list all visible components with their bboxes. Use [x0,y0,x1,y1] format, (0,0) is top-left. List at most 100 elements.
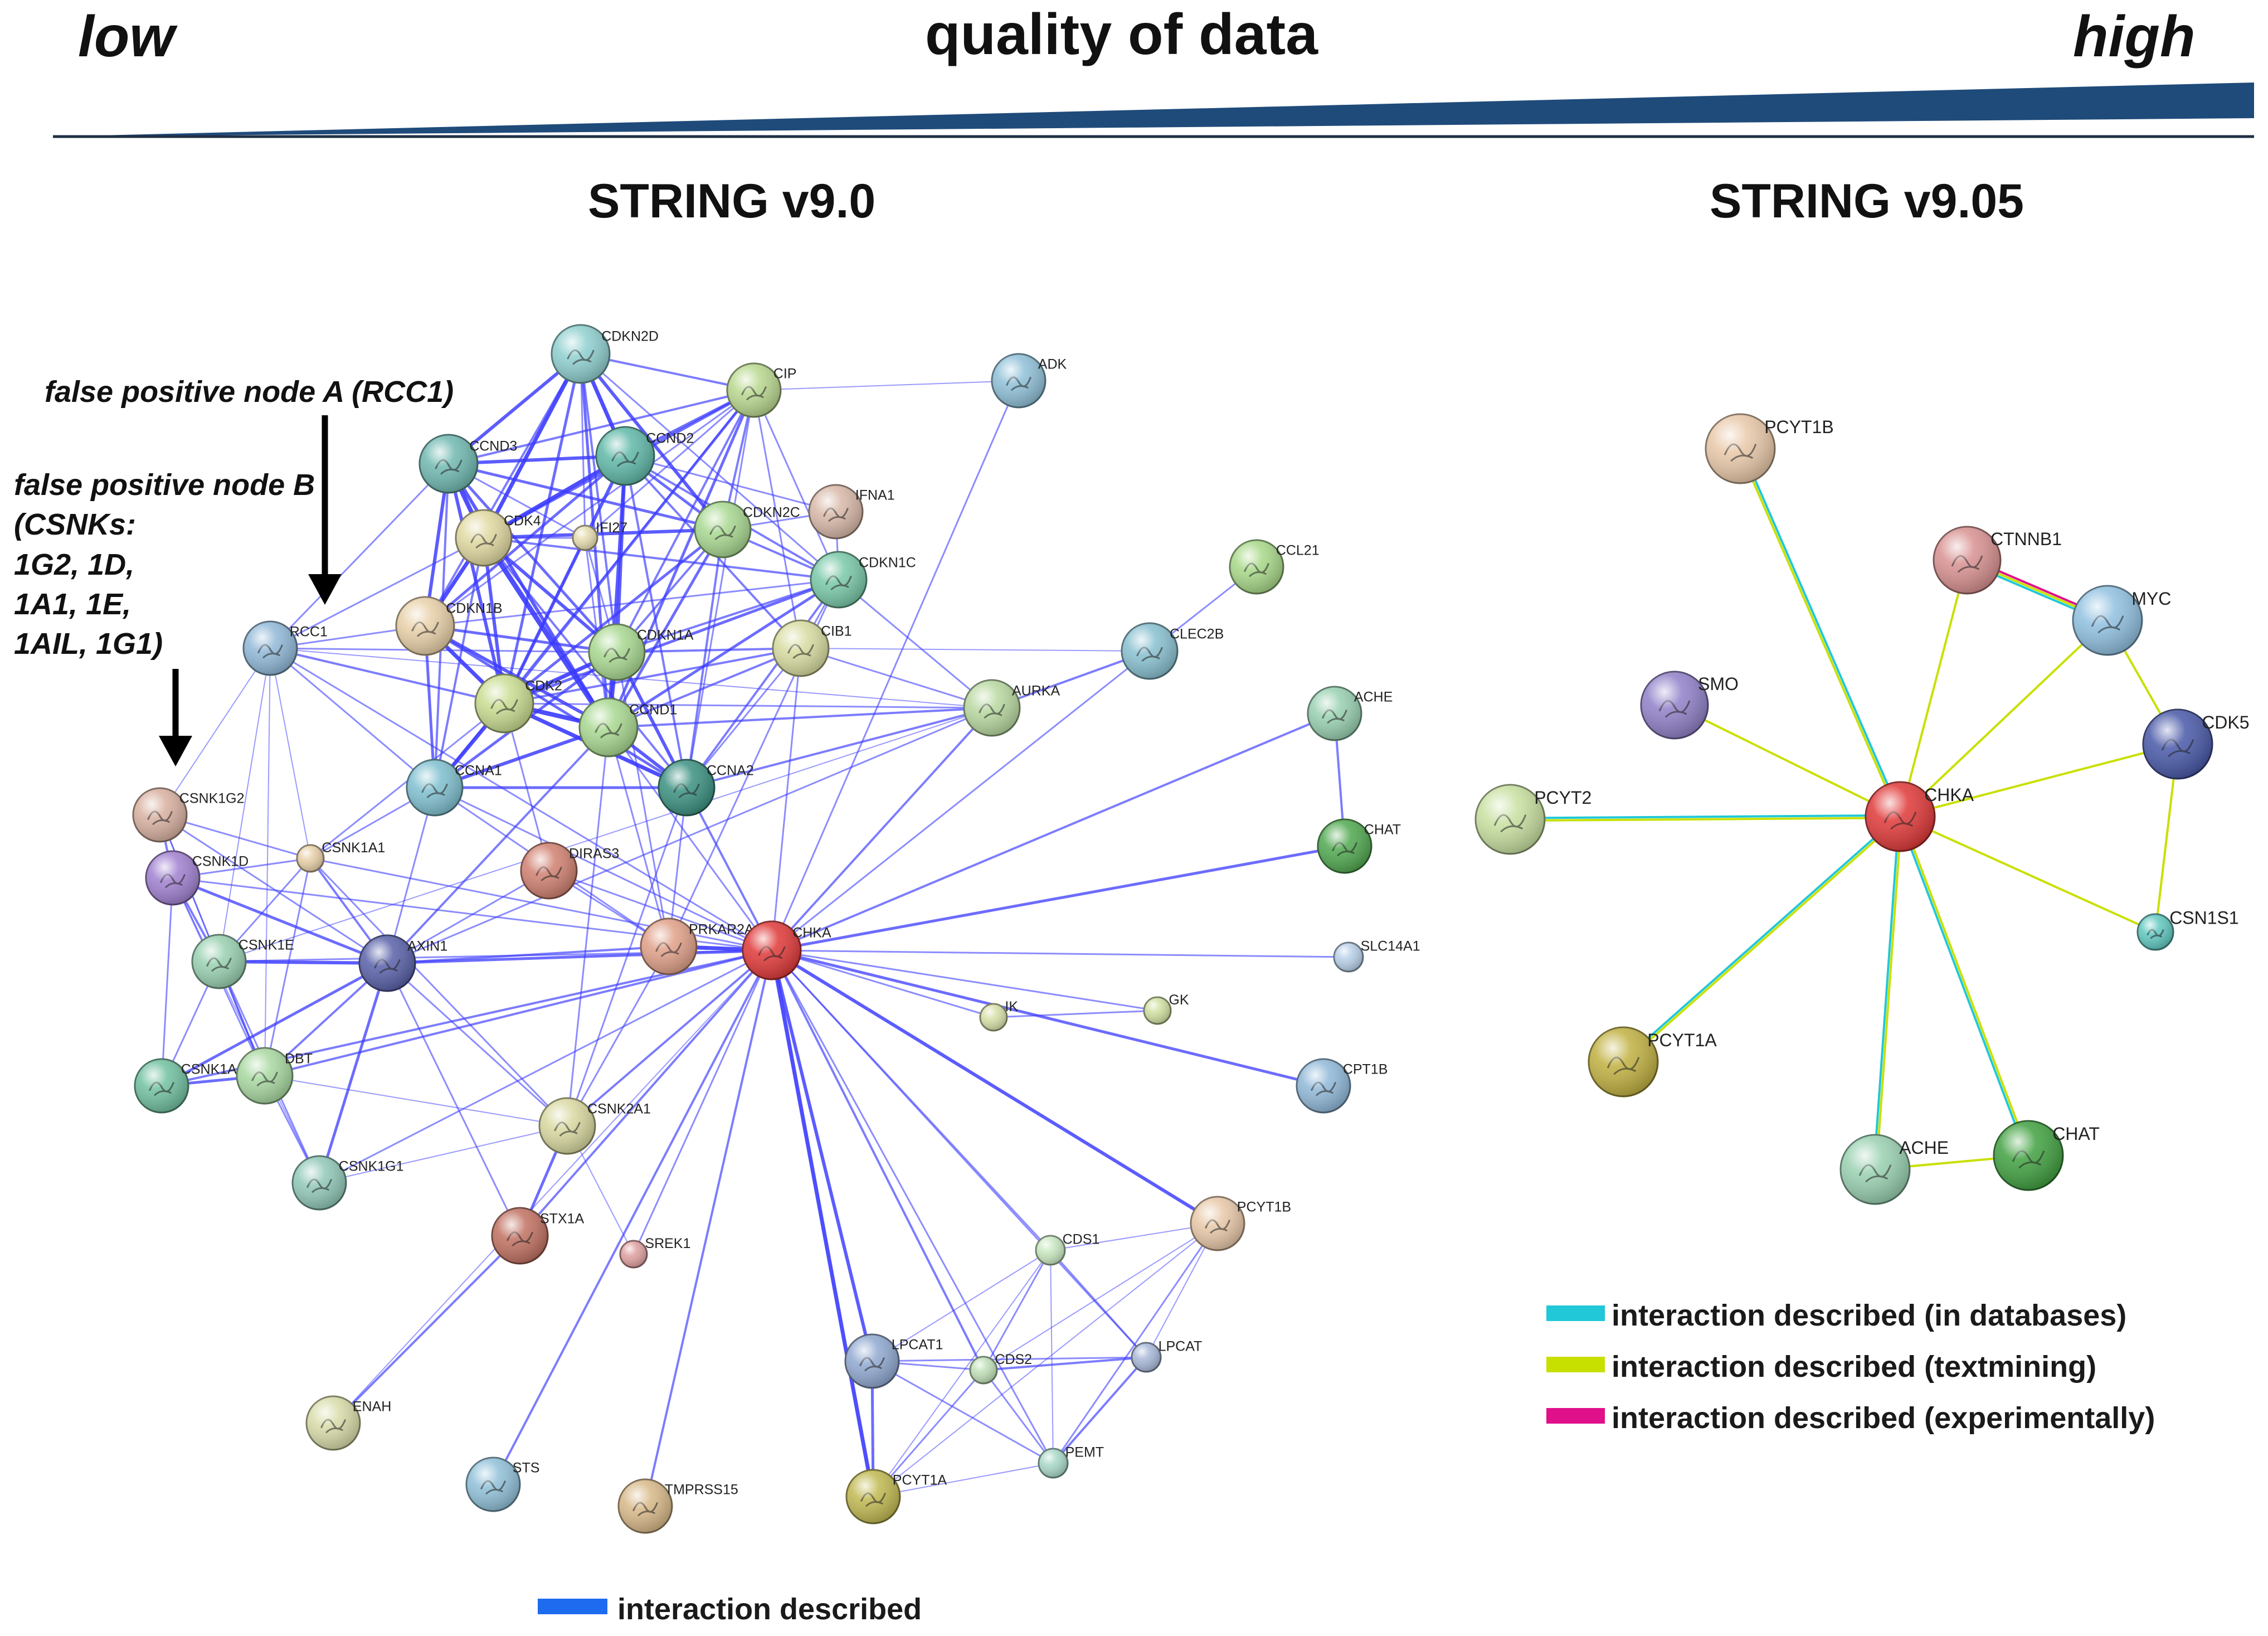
protein-node: ACHE [1839,1134,1949,1205]
left-edge [607,727,773,951]
protein-node: CDKN2C [694,501,800,559]
legend-db-swatch [1546,1305,1605,1321]
protein-node: CCND1 [578,697,677,758]
protein-node: DIRAS3 [520,842,619,900]
left-edge [771,707,993,951]
left-edge [982,1370,1054,1464]
node-label: CHKA [1924,785,1974,805]
protein-node: PCYT1A [1588,1026,1717,1098]
protein-node: CDKN1C [810,551,916,609]
protein-node: LPCAT1 [844,1333,943,1389]
legend-experimental-swatch [1546,1408,1605,1424]
node-label: CCND2 [646,431,694,446]
left-edge [753,390,840,580]
node-label: STX1A [540,1211,585,1227]
protein-node: PRKAR2A [640,917,754,975]
node-label: CSNK1A1 [322,840,385,856]
right-edge [1623,817,1902,1064]
node-label: SREK1 [645,1236,690,1251]
left-edge [264,858,312,1076]
left-edge [387,870,549,964]
protein-node: STX1A [491,1207,585,1265]
left-edge [800,647,992,709]
protein-node: CHKA [742,920,831,980]
node-label: SMO [1698,674,1739,694]
node-label: TMPRSS15 [665,1482,738,1497]
right-edge [1900,815,2031,1156]
node-label: ADK [1038,356,1067,372]
annotation-node-a: false positive node A (RCC1) [45,375,454,409]
protein-node: IFNA1 [808,484,895,540]
left-edge [160,877,174,1086]
left-edge [386,962,568,1127]
left-edge [504,647,801,705]
left-edge [386,726,610,964]
node-label: CDS1 [1063,1231,1100,1247]
protein-node: CHKA [1865,781,1974,852]
left-edge [566,946,670,1127]
left-edge [503,537,586,704]
left-edge [424,455,626,627]
left-edge [632,950,773,1255]
right-panel-title: STRING v9.05 [1710,174,2024,228]
left-edge [1052,1356,1147,1464]
node-label: CSNK1E [239,937,294,953]
node-label: CSNK1G1 [339,1158,404,1174]
left-edge [387,949,772,965]
left-edge [607,455,627,728]
protein-node: RCC1 [242,620,328,676]
node-label: MYC [2131,589,2171,609]
left-edge [872,1356,1147,1362]
node-label: CDK4 [504,513,541,529]
left-edge [270,537,484,649]
protein-node: CTNNB1 [1933,526,2062,595]
node-label: CDK5 [2202,712,2249,732]
node-label: DIRAS3 [569,846,619,862]
node-label: CHAT [1364,822,1401,837]
protein-node: CCNA1 [406,759,502,817]
left-edge [686,707,992,789]
annotation-arrow-b [159,669,192,766]
right-edge [1738,449,1900,818]
legend-left: interaction described [538,1593,922,1626]
left-edge [770,950,874,1362]
left-edge [608,707,992,729]
node-label: STS [513,1460,540,1475]
node-label: LPCAT [1159,1338,1203,1354]
left-edge [548,870,772,951]
legend-right: interaction described (in databases) int… [1546,1299,2155,1435]
protein-node: CDKN2D [551,324,659,384]
node-label: AURKA [1012,683,1060,699]
left-edge [503,528,724,705]
left-edge [264,949,772,1077]
node-label: CDKN2D [601,329,659,344]
left-panel-title: STRING v9.0 [588,174,876,228]
left-edge [616,647,801,653]
node-label: CDKN1C [859,555,916,571]
node-label: ENAH [353,1399,391,1414]
left-edge [771,949,1158,1012]
node-label: PEMT [1065,1444,1104,1460]
left-edge [318,963,389,1183]
left-edge [492,950,773,1485]
node-label: ACHE [1899,1138,1949,1158]
left-edge [159,648,271,815]
annotation-node-b-line: false positive node B [14,468,315,502]
left-edge [447,463,618,653]
left-edge [566,727,610,1127]
left-edge [425,389,755,627]
left-network-edges [159,352,1349,1507]
left-edge [685,529,724,788]
protein-node: IK [979,999,1018,1032]
node-label: CTNNB1 [1990,529,2062,549]
left-edge [270,648,992,708]
protein-node: CSNK1E [191,934,294,989]
right-edge [1899,560,1968,817]
protein-node: LPCAT [1131,1338,1203,1373]
node-label: CCND3 [469,439,517,454]
node-label: CSNK1D [192,853,249,869]
left-edge [873,1250,1051,1497]
left-edge [616,652,670,947]
left-edge [1050,1223,1218,1251]
left-edge [838,579,992,709]
